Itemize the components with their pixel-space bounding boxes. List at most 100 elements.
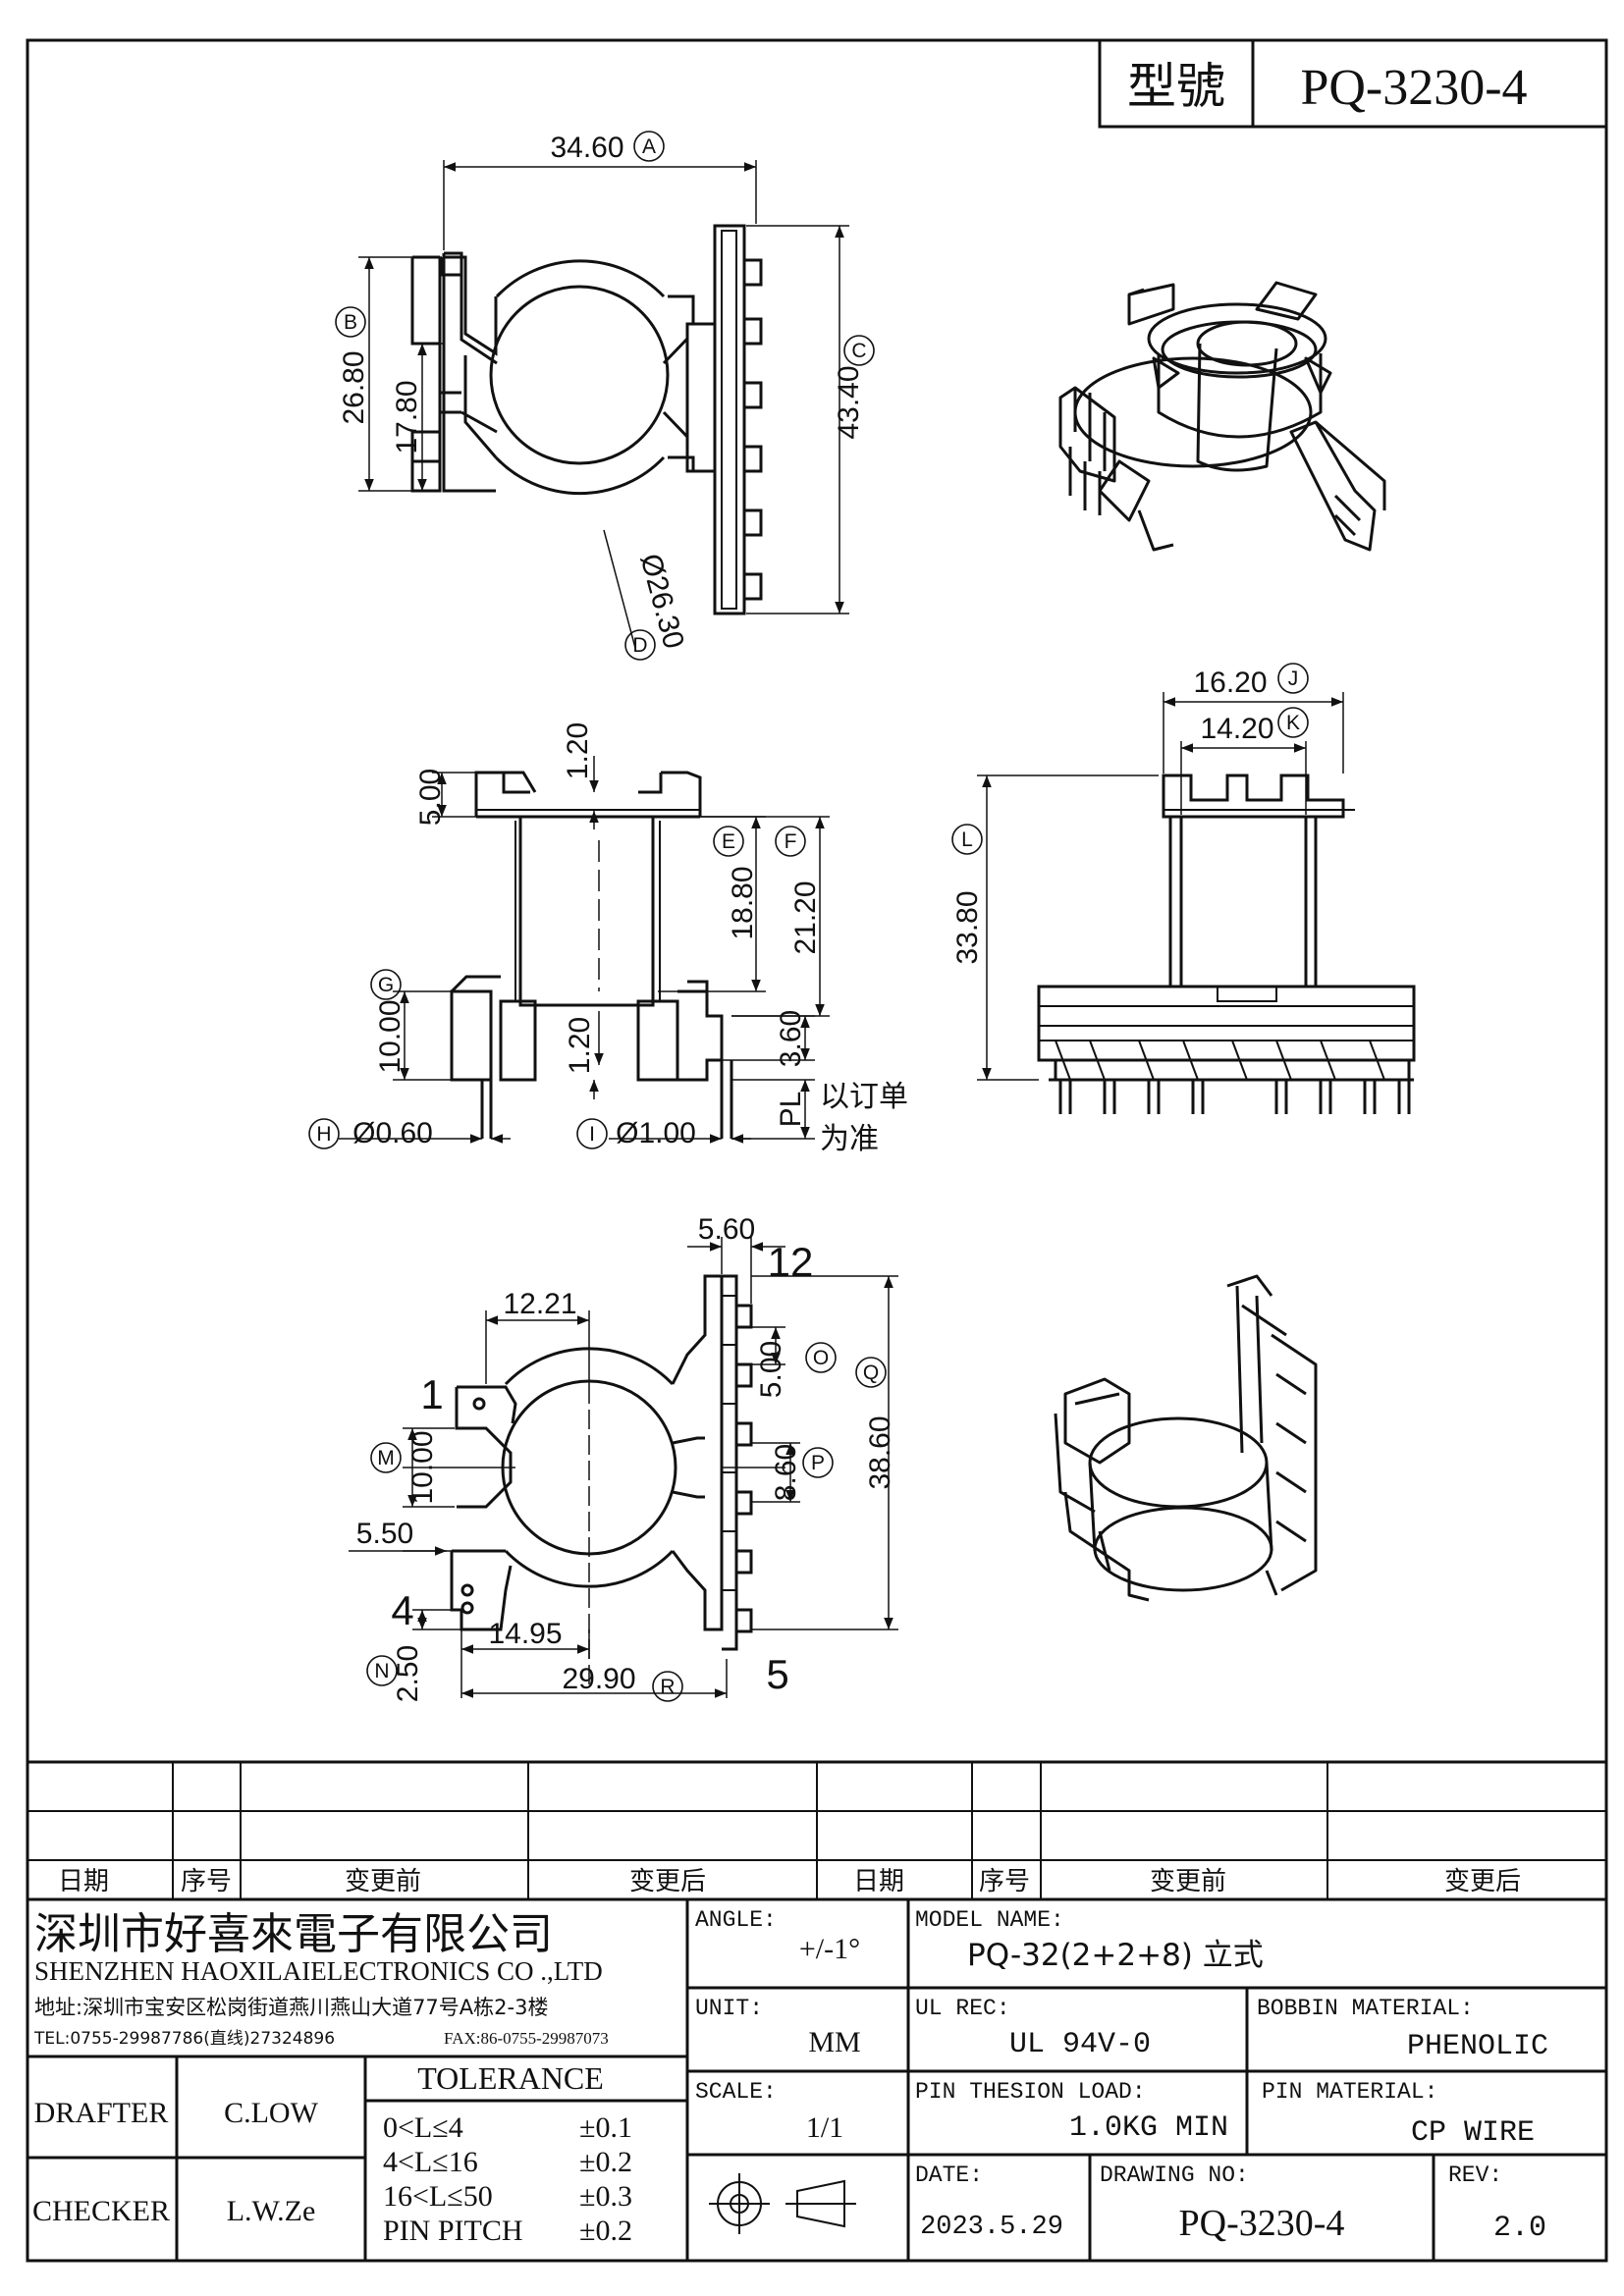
circle-label-h: H (316, 1123, 331, 1146)
checker-label: CHECKER (32, 2195, 170, 2227)
dim-2-50: 2.50 (392, 1645, 424, 1702)
left-spec-column: ANGLE: +/-1° UNIT: MM SCALE: 1/1 (695, 1907, 861, 2144)
rev-header-after-1: 变更后 (629, 1867, 706, 1896)
top-view-labels: 34.60 26.80 17.80 43.40 Ø26.30 (338, 132, 865, 652)
dim-17-80: 17.80 (391, 380, 423, 454)
tolerance-value-3: ±0.3 (579, 2180, 632, 2213)
dim-29-90: 29.90 (562, 1663, 635, 1695)
rev-header-date-1: 日期 (58, 1867, 109, 1896)
top-view (410, 224, 763, 615)
angle-value: +/-1° (799, 1933, 860, 1965)
company-fax: FAX:86-0755-29987073 (444, 2029, 609, 2048)
rev-header-date-2: 日期 (853, 1867, 904, 1896)
ul-rec-label: UL REC: (915, 1996, 1010, 2021)
dim-pl: PL (775, 1092, 807, 1128)
circle-label-m: M (377, 1447, 395, 1469)
dim-14-95: 14.95 (488, 1618, 562, 1650)
drafter-label: DRAFTER (34, 2097, 169, 2129)
circle-label-d: D (632, 634, 647, 657)
revision-table (27, 1760, 1606, 1901)
dim-10-00-b: 10.00 (406, 1430, 439, 1504)
iso-view-top (1058, 281, 1386, 552)
drawing-no-label: DRAWING NO: (1100, 2163, 1249, 2188)
dim-3-60: 3.60 (775, 1010, 807, 1067)
tolerance-range-3: 16<L≤50 (383, 2180, 493, 2213)
tolerance-title: TOLERANCE (417, 2060, 604, 2096)
company-name-cn: 深圳市好喜來電子有限公司 (34, 1909, 553, 1959)
circled-letters: A B C D E F J K L G H I M O P Q N R (316, 135, 1300, 1698)
circle-label-c: C (851, 340, 866, 362)
circle-label-l: L (961, 828, 973, 851)
dim-0-60: Ø0.60 (352, 1117, 433, 1149)
dim-26-80: 26.80 (338, 350, 370, 424)
drafter-value: C.LOW (224, 2097, 319, 2129)
dim-5-00-b: 5.00 (755, 1341, 787, 1398)
title-block-grid (27, 1899, 1606, 2261)
tolerance-range-1: 0<L≤4 (383, 2111, 463, 2144)
circle-label-i: I (589, 1123, 595, 1146)
circle-label-o: O (813, 1347, 829, 1369)
dim-33-80: 33.80 (951, 890, 984, 964)
circle-label-r: R (660, 1676, 675, 1698)
model-name-label: MODEL NAME: (915, 1907, 1064, 1933)
circle-label-a: A (642, 135, 656, 158)
bobbin-material-label: BOBBIN MATERIAL: (1257, 1996, 1474, 2021)
rev-label: REV: (1448, 2163, 1502, 2188)
dim-5-50: 5.50 (356, 1518, 413, 1550)
drawing-info-block: DATE: 2023.5.29 DRAWING NO: PQ-3230-4 RE… (915, 2163, 1546, 2245)
ul-rec-value: UL 94V-0 (1009, 2028, 1151, 2061)
drawing-no-value: PQ-3230-4 (1179, 2203, 1345, 2244)
company-block: 深圳市好喜來電子有限公司 SHENZHEN HAOXILAIELECTRONIC… (33, 1909, 609, 2049)
front-view-dims (339, 756, 830, 1144)
unit-label: UNIT: (695, 1996, 763, 2021)
scale-label: SCALE: (695, 2079, 777, 2105)
company-tel: TEL:0755-29987786(直线)27324896 (33, 2029, 335, 2049)
iso-view-bottom (1054, 1274, 1318, 1602)
dim-1-20-a: 1.20 (562, 722, 594, 779)
tolerance-value-4: ±0.2 (579, 2215, 632, 2247)
pin-number-1: 1 (420, 1371, 443, 1417)
model-box-value: PQ-3230-4 (1300, 60, 1527, 116)
spec-block: MODEL NAME: PQ-32(2+2+8) 立式 UL REC: UL 9… (915, 1907, 1548, 2150)
tolerance-range-4: PIN PITCH (383, 2215, 523, 2247)
dim-1-20-b: 1.20 (564, 1017, 596, 1074)
bobbin-material-value: PHENOLIC (1407, 2030, 1548, 2063)
projection-symbol (709, 2173, 856, 2234)
top-view-dims (358, 160, 849, 649)
dim-10-00-a: 10.00 (374, 999, 406, 1073)
dim-5-00-a: 5.00 (414, 769, 447, 826)
date-label: DATE: (915, 2163, 983, 2188)
pin-number-5: 5 (766, 1651, 788, 1697)
tolerance-range-2: 4<L≤16 (383, 2146, 478, 2178)
circle-label-p: P (811, 1452, 825, 1474)
tolerance-value-1: ±0.1 (579, 2111, 632, 2144)
side-view-labels: 16.20 14.20 33.80 (951, 667, 1274, 965)
circled-labels (308, 131, 1309, 1702)
model-box: 型號 PQ-3230-4 (1098, 38, 1608, 129)
rev-header-seq-1: 序号 (181, 1867, 232, 1896)
company-name-en: SHENZHEN HAOXILAIELECTRONICS CO .,LTD (34, 1956, 603, 1986)
pin-load-label: PIN THESION LOAD: (915, 2079, 1146, 2105)
pin-load-value: 1.0KG MIN (1069, 2111, 1228, 2145)
drafter-block: DRAFTER C.LOW CHECKER L.W.Ze TOLERANCE 0… (32, 2060, 632, 2247)
side-view-dims (977, 692, 1344, 1081)
rev-header-before-2: 变更前 (1150, 1867, 1226, 1896)
rev-header-seq-2: 序号 (979, 1867, 1030, 1896)
model-name-value: PQ-32(2+2+8) 立式 (967, 1938, 1264, 1973)
circle-label-n: N (374, 1660, 389, 1682)
front-view-labels: 5.00 1.20 18.80 21.20 10.00 1.20 3.60 PL… (352, 722, 908, 1155)
circle-label-q: Q (863, 1362, 879, 1384)
pin-material-label: PIN MATERIAL: (1262, 2079, 1437, 2105)
pin-number-4: 4 (391, 1587, 413, 1633)
scale-value: 1/1 (806, 2111, 843, 2144)
checker-value: L.W.Ze (227, 2195, 316, 2227)
unit-value: MM (808, 2026, 860, 2058)
dim-8-60: 8.60 (770, 1444, 802, 1501)
circle-label-f: F (785, 830, 797, 853)
dim-16-20: 16.20 (1193, 667, 1267, 699)
pin-number-12: 12 (768, 1239, 814, 1285)
circle-label-g: G (378, 974, 394, 996)
company-address: 地址:深圳市宝安区松岗街道燕川燕山大道77号A栋2-3楼 (34, 1996, 548, 2019)
circle-label-e: E (722, 830, 735, 853)
